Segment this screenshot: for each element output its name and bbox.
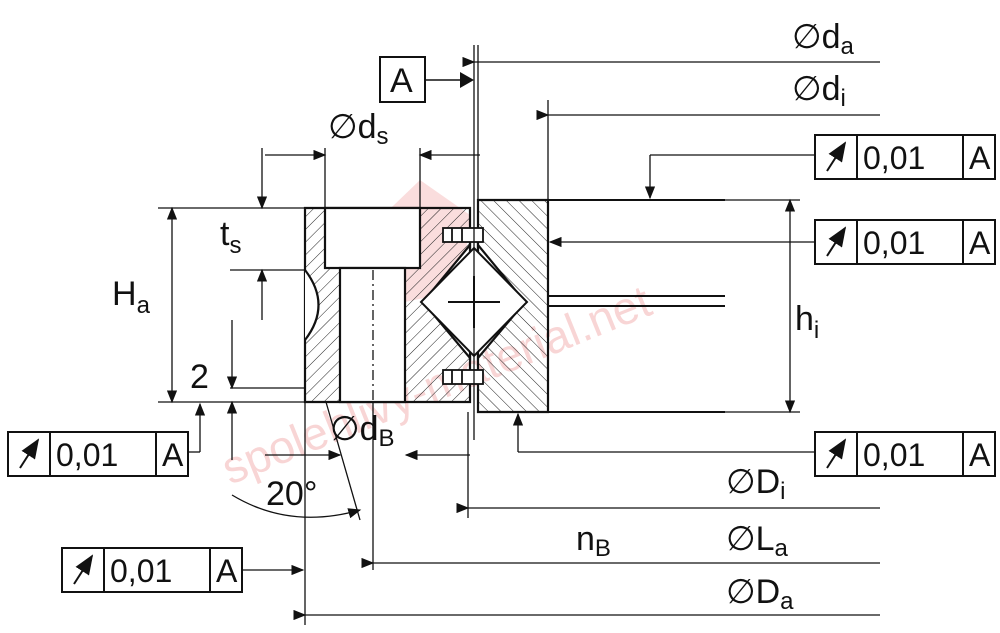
svg-text:0,01: 0,01 bbox=[863, 140, 925, 176]
dim-ts: ts bbox=[220, 215, 241, 259]
runout-icon bbox=[826, 438, 847, 469]
tolerance-frames: 0,01 A 0,01 A 0,01 A 0 bbox=[7, 134, 996, 593]
runout-icon bbox=[73, 554, 94, 585]
tol-frame-3: 0,01 A bbox=[814, 431, 996, 477]
dim-nB: nB bbox=[576, 520, 611, 562]
dim-hi: hi bbox=[795, 300, 819, 344]
runout-icon bbox=[826, 226, 847, 257]
tol-frame-5: 0,01 A bbox=[61, 547, 243, 593]
tol-frame-4: 0,01 A bbox=[7, 431, 189, 477]
svg-text:A: A bbox=[216, 553, 238, 589]
dim-da: ∅da bbox=[792, 18, 855, 60]
dim-ds: ∅ds bbox=[328, 108, 389, 150]
runout-icon bbox=[19, 438, 40, 469]
dim-Da: ∅Da bbox=[726, 573, 794, 615]
inner-bore bbox=[548, 199, 725, 413]
dimension-lines bbox=[166, 56, 880, 621]
svg-text:A: A bbox=[969, 437, 991, 473]
svg-text:0,01: 0,01 bbox=[863, 437, 925, 473]
svg-text:A: A bbox=[969, 225, 991, 261]
dim-angle: 20° bbox=[266, 475, 317, 513]
seals bbox=[442, 227, 484, 385]
dim-two: 2 bbox=[190, 358, 209, 396]
dim-Di: ∅Di bbox=[726, 463, 786, 505]
svg-text:A: A bbox=[969, 140, 991, 176]
svg-text:0,01: 0,01 bbox=[863, 225, 925, 261]
dimension-labels: ∅da ∅di ∅ds ts Ha 2 hi ∅dB 20° ∅Di nB ∅L… bbox=[112, 18, 855, 615]
datum-label: A bbox=[390, 62, 413, 100]
svg-text:0,01: 0,01 bbox=[110, 553, 172, 589]
dim-dB: ∅dB bbox=[330, 410, 395, 452]
dim-Ha: Ha bbox=[112, 275, 151, 319]
dim-di: ∅di bbox=[792, 70, 846, 112]
datum-feature: A bbox=[379, 56, 474, 103]
svg-text:A: A bbox=[162, 437, 184, 473]
tol-frame-1: 0,01 A bbox=[814, 134, 996, 180]
dim-La: ∅La bbox=[726, 520, 789, 562]
tol-frame-2: 0,01 A bbox=[814, 219, 996, 265]
runout-icon bbox=[826, 141, 847, 172]
svg-text:0,01: 0,01 bbox=[56, 437, 118, 473]
